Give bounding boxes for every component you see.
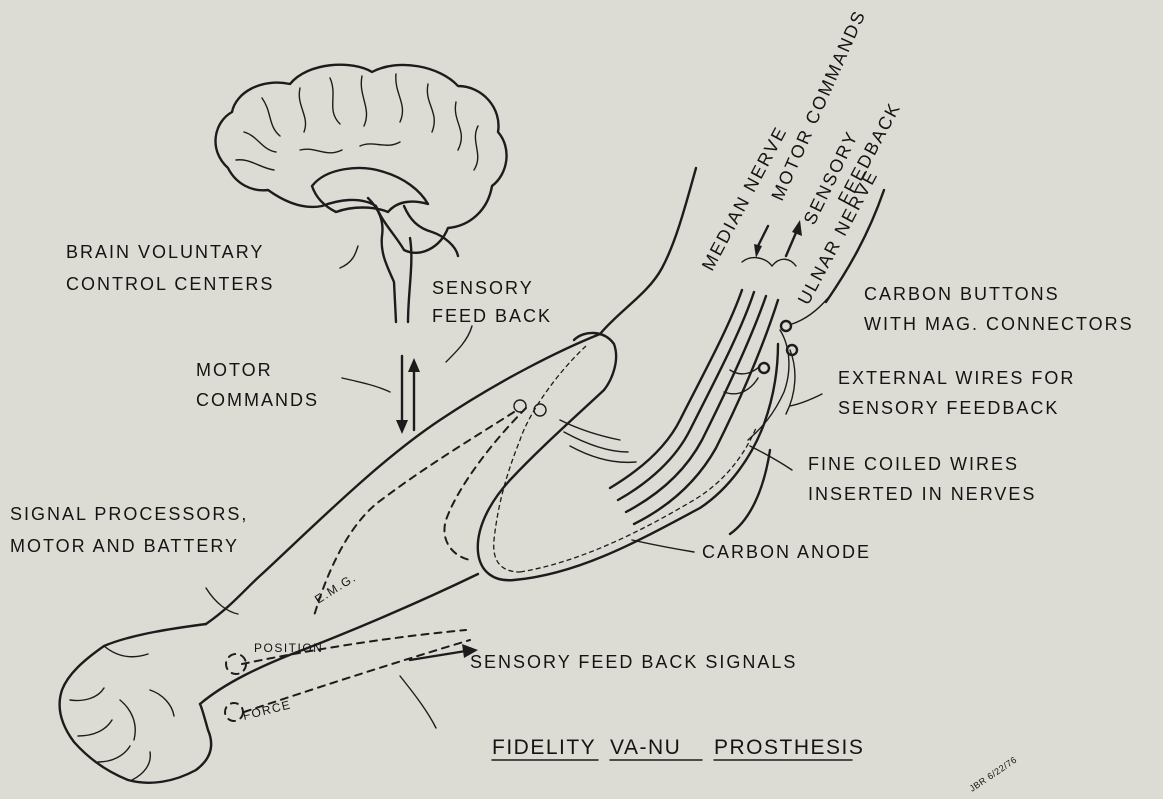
force-label: FORCE: [241, 697, 292, 723]
brain-label-line1: BRAIN VOLUNTARY: [66, 242, 264, 262]
motor-commands-label-line2: COMMANDS: [196, 390, 319, 410]
labels: BRAIN VOLUNTARY CONTROL CENTERS SENSORY …: [10, 7, 1134, 723]
fine-coiled-wires-label-line2: INSERTED IN NERVES: [808, 484, 1036, 504]
signal-paths: [225, 400, 546, 721]
emg-label: E.M.G.: [312, 570, 359, 606]
external-wires-label-line2: SENSORY FEEDBACK: [838, 398, 1059, 418]
carbon-anode-label: CARBON ANODE: [702, 542, 871, 562]
title-prosthesis: PROSTHESIS: [714, 736, 864, 759]
title-va-nu: VA-NU: [610, 736, 681, 759]
sensory-feedback-label-line2: FEED BACK: [432, 306, 552, 326]
external-wires-label-line1: EXTERNAL WIRES FOR: [838, 368, 1075, 388]
brain-label-line2: CONTROL CENTERS: [66, 274, 274, 294]
position-label: POSITION: [254, 641, 323, 655]
motor-commands-label-line1: MOTOR: [196, 360, 273, 380]
signature: JBR 6/22/76: [968, 755, 1019, 794]
signal-processors-label-line2: MOTOR AND BATTERY: [10, 536, 239, 556]
title-fidelity: FIDELITY: [492, 736, 596, 759]
sensory-feedback-label-line1: SENSORY: [432, 278, 534, 298]
carbon-buttons-label-line2: WITH MAG. CONNECTORS: [864, 314, 1134, 334]
carbon-buttons-label-line1: CARBON BUTTONS: [864, 284, 1060, 304]
fine-coiled-wires-label-line1: FINE COILED WIRES: [808, 454, 1019, 474]
signal-processors-label-line1: SIGNAL PROCESSORS,: [10, 504, 248, 524]
brain-stem-arrows: [396, 356, 420, 434]
diagram-title: FIDELITY VA-NU PROSTHESIS: [492, 736, 864, 760]
sensory-feedback-signals-label: SENSORY FEED BACK SIGNALS: [470, 652, 797, 672]
